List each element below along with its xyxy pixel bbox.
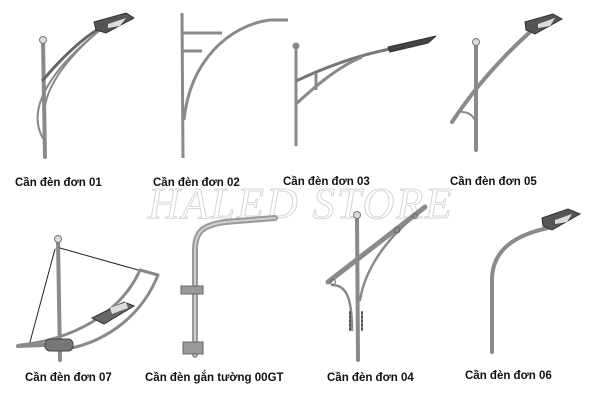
product-label-04: Cần đèn đơn 04: [327, 372, 414, 384]
lamp-arm-00gt-illustration: [180, 215, 278, 358]
product-label-03: Cần đèn đơn 03: [283, 176, 370, 188]
product-label-05: Cần đèn đơn 05: [450, 176, 537, 188]
lamp-head-icon: [90, 301, 136, 325]
lamp-arm-03-illustration: [292, 35, 437, 146]
lamp-arm-04-illustration: [325, 204, 428, 362]
lamp-arm-07-illustration: [16, 235, 160, 362]
lamp-head-icon: [93, 12, 135, 34]
product-label-07: Cần đèn đơn 07: [25, 372, 112, 384]
lamp-arm-02-illustration: [180, 12, 288, 159]
lamp-head-icon: [541, 208, 582, 231]
product-label-06: Cần đèn đơn 06: [465, 370, 552, 382]
lamp-arm-06-illustration: [490, 208, 582, 354]
product-label-02: Cần đèn đơn 02: [153, 177, 240, 189]
lamp-head-icon: [524, 13, 564, 35]
lamp-arm-05-illustration: [450, 13, 564, 152]
watermark-text: HALED STORE: [148, 179, 454, 229]
lamp-arm-01-illustration: [36, 12, 135, 159]
product-label-00gt: Cần đèn gắn tường 00GT: [145, 372, 284, 384]
product-label-01: Cần đèn đơn 01: [15, 177, 102, 189]
